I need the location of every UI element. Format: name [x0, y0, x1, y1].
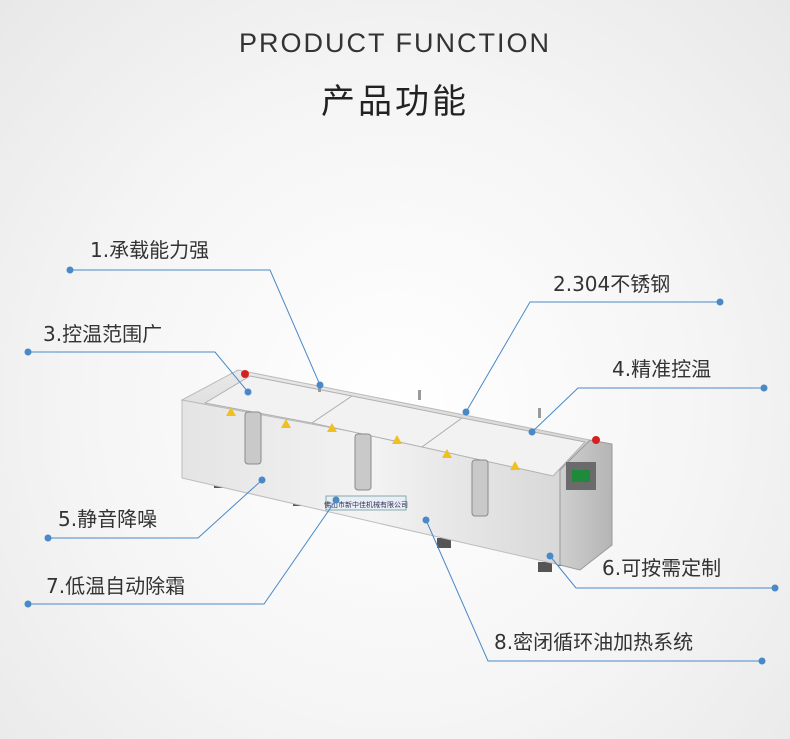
feature-label-8: 8.密闭循环油加热系统 — [494, 630, 694, 654]
warning-lamp-left — [241, 370, 249, 378]
feature-label-5: 5.静音降噪 — [58, 507, 158, 531]
feature-label-2: 2.304不锈钢 — [553, 272, 671, 296]
feature-label-1: 1.承载能力强 — [90, 238, 210, 262]
feature-label-3: 3.控温范围广 — [43, 322, 163, 346]
control-panel-display — [572, 470, 590, 482]
nameplate-text: 佛山市新中佳机械有限公司 — [324, 500, 408, 509]
feature-label-7: 7.低温自动除霜 — [46, 574, 186, 598]
feature-label-4: 4.精准控温 — [612, 357, 712, 381]
warning-stickers — [226, 407, 520, 470]
header-title-cn: 产品功能 — [321, 82, 469, 122]
feature-label-6: 6.可按需定制 — [602, 556, 722, 580]
header-title-en: PRODUCT FUNCTION — [239, 28, 551, 58]
lid-latches — [244, 411, 489, 517]
warning-lamp-right — [592, 436, 600, 444]
